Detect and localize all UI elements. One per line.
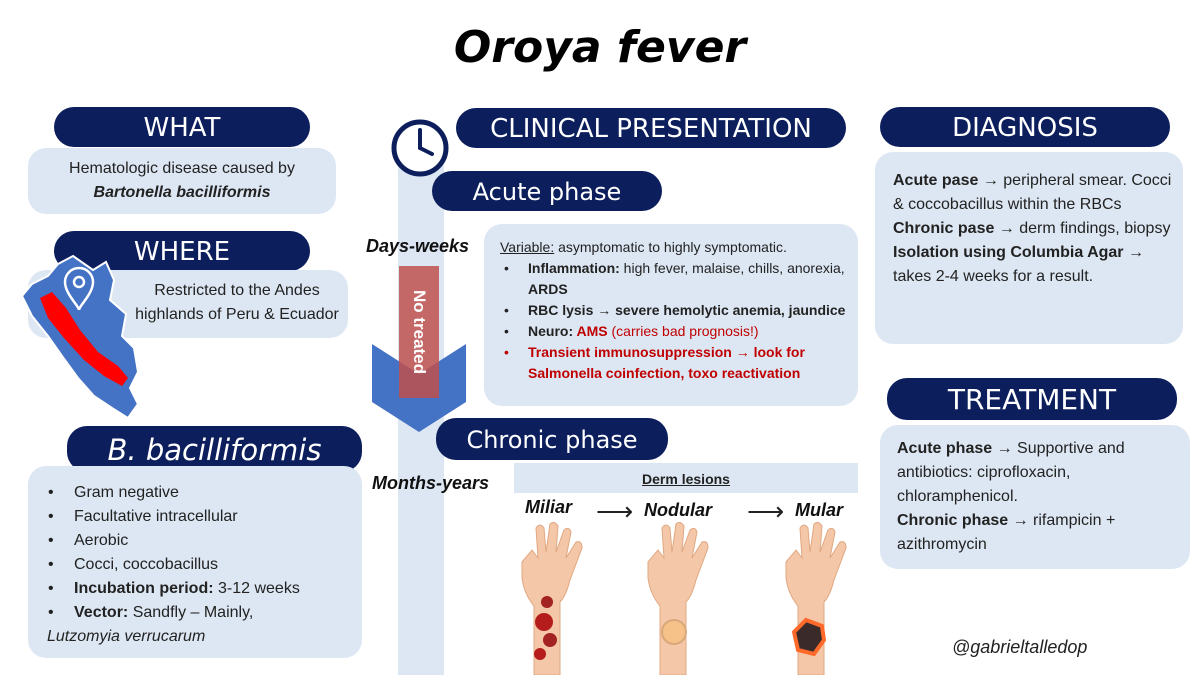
list-item: Transient immunosuppression → look for S… (500, 342, 848, 384)
acute-time: Days-weeks (366, 236, 470, 256)
author-handle: @gabrieltalledop (952, 637, 1088, 657)
what-heading: WHAT (54, 107, 310, 147)
page-title: Oroya fever (453, 22, 747, 73)
where-text: Restricted to the Andes highlands of Per… (135, 282, 339, 323)
peru-map-icon (20, 254, 140, 420)
list-item: Aerobic (44, 529, 352, 553)
variable-line: Variable: asymptomatic to highly symptom… (500, 239, 787, 255)
derm-heading: Derm lesions (514, 463, 858, 493)
acute-phase-heading: Acute phase (432, 171, 662, 211)
where-heading: WHERE (54, 231, 310, 271)
no-treated-label: No treated (410, 289, 429, 375)
diagnosis-isolation: Isolation using Columbia Agar → takes 2-… (893, 244, 1144, 285)
list-item: Cocci, coccobacillus (44, 553, 352, 577)
treatment-heading: TREATMENT (887, 378, 1177, 420)
hand-miliar-icon (521, 522, 583, 675)
acute-box: Variable: asymptomatic to highly symptom… (484, 224, 858, 406)
lesion-nodular: Nodular (644, 500, 713, 520)
list-item: Incubation period: 3-12 weeks (44, 577, 352, 601)
chronic-phase-heading: Chronic phase (436, 418, 668, 460)
list-item: RBC lysis → severe hemolytic anemia, jau… (500, 300, 848, 321)
list-item: Facultative intracellular (44, 505, 352, 529)
arrow-right-icon: ⟶ (747, 496, 785, 526)
list-item: Gram negative (44, 481, 352, 505)
diagnosis-acute: Acute pase → peripheral smear. Cocci & c… (893, 172, 1172, 213)
hand-mular-icon (785, 522, 847, 675)
treatment-chronic: Chronic phase → rifampicin + azithromyci… (897, 512, 1116, 553)
treatment-box: Acute phase → Supportive and antibiotics… (880, 425, 1190, 569)
list-item: Vector: Sandfly – Mainly, (44, 601, 352, 625)
bacteria-list: Gram negative Facultative intracellular … (44, 481, 352, 625)
what-organism: Bartonella bacilliformis (93, 184, 271, 201)
lesion-mular: Mular (795, 500, 844, 520)
no-treated-arrow (399, 266, 439, 398)
what-line: Hematologic disease caused by (69, 160, 295, 177)
chronic-time: Months-years (372, 473, 490, 493)
what-box: Hematologic disease caused by Bartonella… (28, 148, 336, 214)
diagnosis-box: Acute pase → peripheral smear. Cocci & c… (875, 152, 1183, 344)
vector-species: Lutzomyia verrucarum (47, 628, 206, 645)
bacteria-heading: B. bacilliformis (67, 426, 362, 472)
hand-nodular-icon (647, 522, 709, 675)
diagnosis-heading: DIAGNOSIS (880, 107, 1170, 147)
treatment-acute: Acute phase → Supportive and antibiotics… (897, 440, 1125, 505)
clinical-heading: CLINICAL PRESENTATION (456, 108, 846, 148)
list-item: Inflammation: high fever, malaise, chill… (500, 258, 848, 300)
arrow-right-icon: ⟶ (596, 496, 634, 526)
list-item: Neuro: AMS (carries bad prognosis!) (500, 321, 848, 342)
bacteria-box: Gram negative Facultative intracellular … (28, 466, 362, 658)
clock-icon (391, 119, 449, 177)
lesion-miliar: Miliar (525, 497, 573, 517)
acute-list: Inflammation: high fever, malaise, chill… (500, 258, 848, 384)
diagnosis-chronic: Chronic pase → derm findings, biopsy (893, 220, 1171, 237)
